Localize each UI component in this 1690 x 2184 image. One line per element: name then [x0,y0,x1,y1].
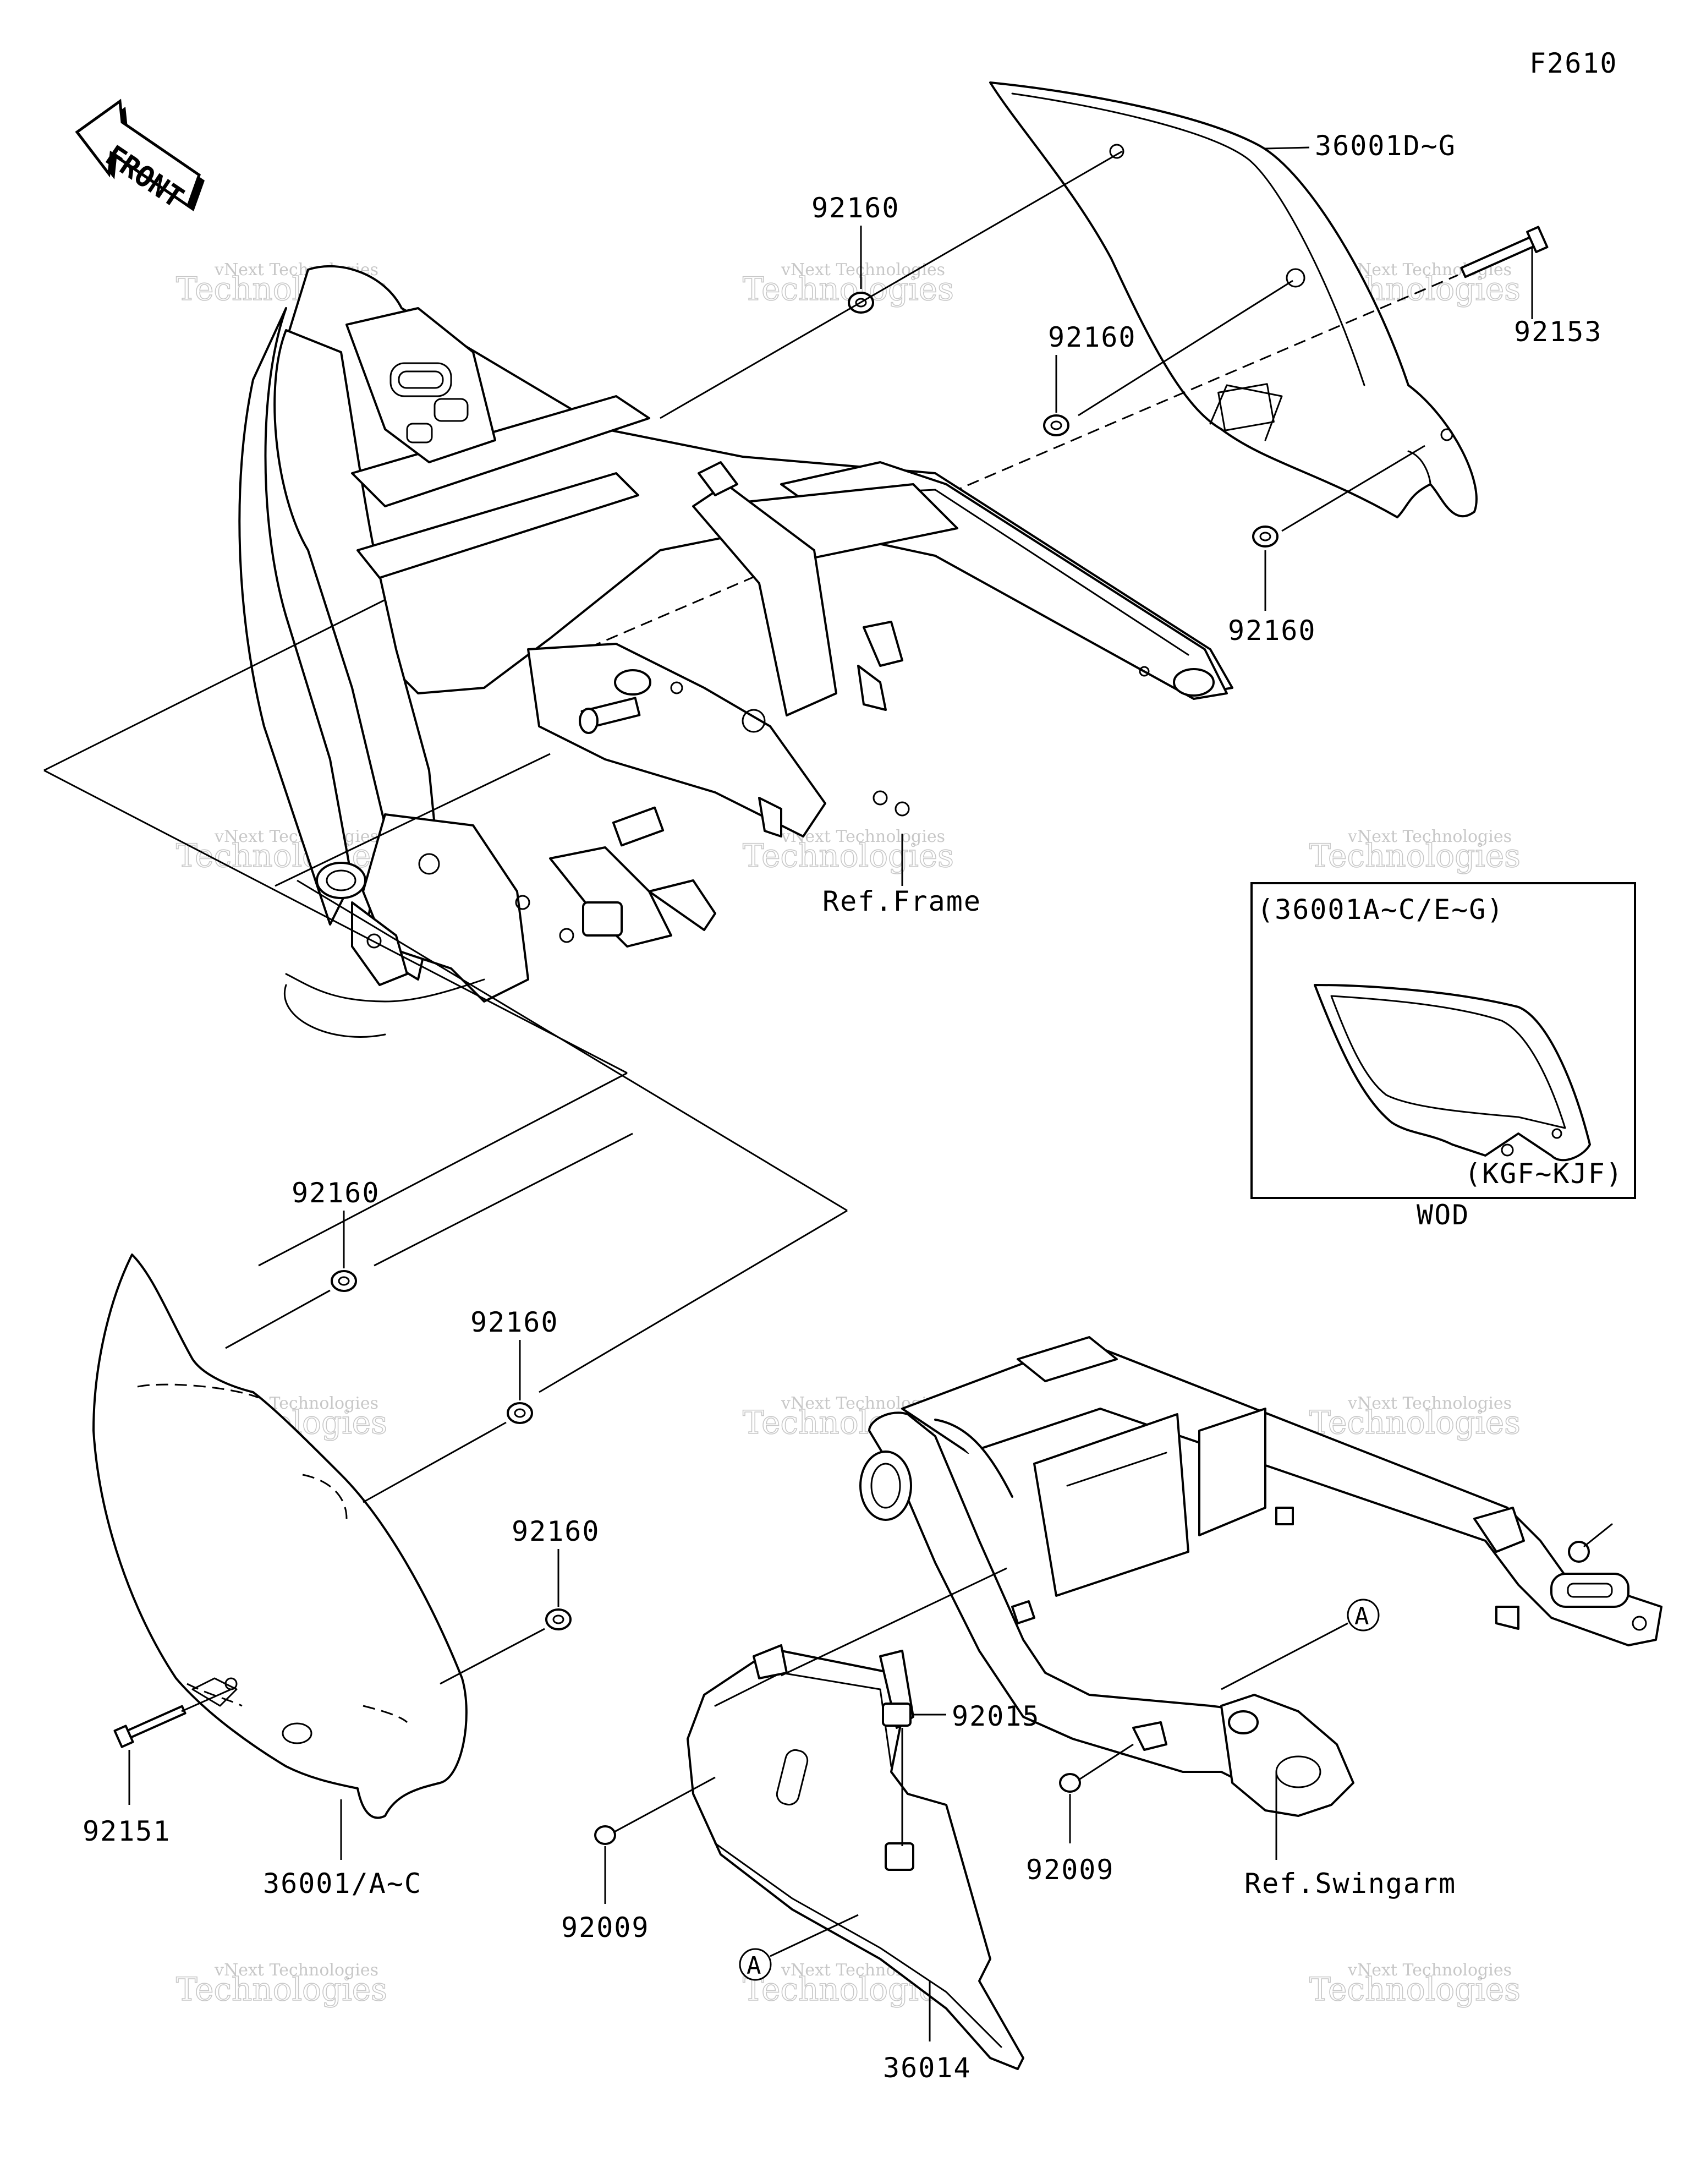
svg-text:Technologies: Technologies [1309,1404,1521,1441]
ref-marker-a [739,1948,772,1981]
nut-icon [1252,526,1279,548]
left-side-cover [92,1254,468,1819]
label-left-cover: 36001/A~C [263,1868,422,1900]
leader-line [363,1421,507,1503]
svg-text:vNext Technologies: vNext Technologies [214,827,378,846]
label-clip: 92015 [952,1700,1040,1732]
frame [238,265,1233,1038]
nut-icon [545,1608,572,1630]
inset-models-label: (KGF~KJF) [1464,1158,1623,1190]
label-nut-top-1: 92160 [811,192,900,224]
screw-icon [1059,1773,1081,1793]
leader-line [440,1628,545,1685]
bolt-icon [113,1705,186,1748]
label-chain-guard: 36014 [883,2052,972,2084]
screw-icon [594,1825,616,1845]
ref-marker-a [1347,1599,1380,1632]
right-side-cover [989,81,1478,518]
watermark: Technologies vNext Technologies [1309,1961,1521,2008]
front-arrow-icon: FRONT [75,98,205,215]
label-ref-swingarm: Ref.Swingarm [1244,1868,1456,1900]
clip-icon [882,1703,912,1727]
label-screw-1: 92009 [561,1912,650,1944]
svg-text:vNext Technologies: vNext Technologies [781,260,945,280]
figure-code: F2610 [1529,47,1618,79]
svg-text:Technologies: Technologies [743,837,954,874]
label-nut-left-3: 92160 [512,1515,600,1547]
label-screw-2: 92009 [1026,1854,1115,1886]
swingarm [859,1336,1662,1817]
dashed-axis [572,274,1458,656]
watermark: Technologies vNext Technologies [1309,827,1521,875]
chain-guard [687,1644,1024,2070]
svg-text:vNext Technologies: vNext Technologies [1347,1961,1512,1980]
inset-box: (36001A~C/E~G) (KGF~KJF) [1250,882,1636,1199]
svg-text:vNext Technologies: vNext Technologies [214,1961,378,1980]
label-nut-left-2: 92160 [470,1306,559,1338]
nut-icon [1043,414,1069,436]
svg-text:Technologies: Technologies [1309,1970,1521,2008]
label-nut-left-1: 92160 [292,1177,380,1209]
label-bolt-top: 92153 [1514,316,1603,348]
svg-text:vNext Technologies: vNext Technologies [1347,1394,1512,1413]
leader-line [1281,445,1425,532]
nut-icon [507,1402,533,1424]
svg-text:vNext Technologies: vNext Technologies [1347,827,1512,846]
watermark: Technologies vNext Technologies [742,1961,954,2008]
inset-parts-label: (36001A~C/E~G) [1257,894,1504,926]
inset-cover [1314,984,1591,1162]
leader-line [660,150,1123,419]
ref-marker-a-label: A [747,1952,761,1980]
label-nut-top-3: 92160 [1228,615,1316,647]
watermark: Technologies vNext Technologies [742,827,954,875]
frame-leader-lines [43,599,848,1393]
bolt-icon [1460,226,1549,278]
svg-text:Technologies: Technologies [176,1970,387,2008]
inset-caption: WOD [1417,1199,1469,1231]
watermark: Technologies vNext Technologies [175,1961,387,2008]
ref-marker-a-label: A [1354,1602,1369,1630]
label-ref-frame: Ref.Frame [822,885,981,917]
leader-line [225,1289,331,1349]
watermark: Technologies vNext Technologies [1309,1394,1521,1442]
label-bolt-left: 92151 [83,1815,171,1847]
watermark: Technologies vNext Technologies [175,827,387,875]
label-top-cover: 36001D~G [1315,130,1456,162]
nut-icon [331,1270,357,1292]
svg-text:Technologies: Technologies [1309,837,1521,874]
leader-line [1265,146,1310,150]
label-nut-top-2: 92160 [1048,321,1137,353]
leader-line [1078,280,1293,417]
